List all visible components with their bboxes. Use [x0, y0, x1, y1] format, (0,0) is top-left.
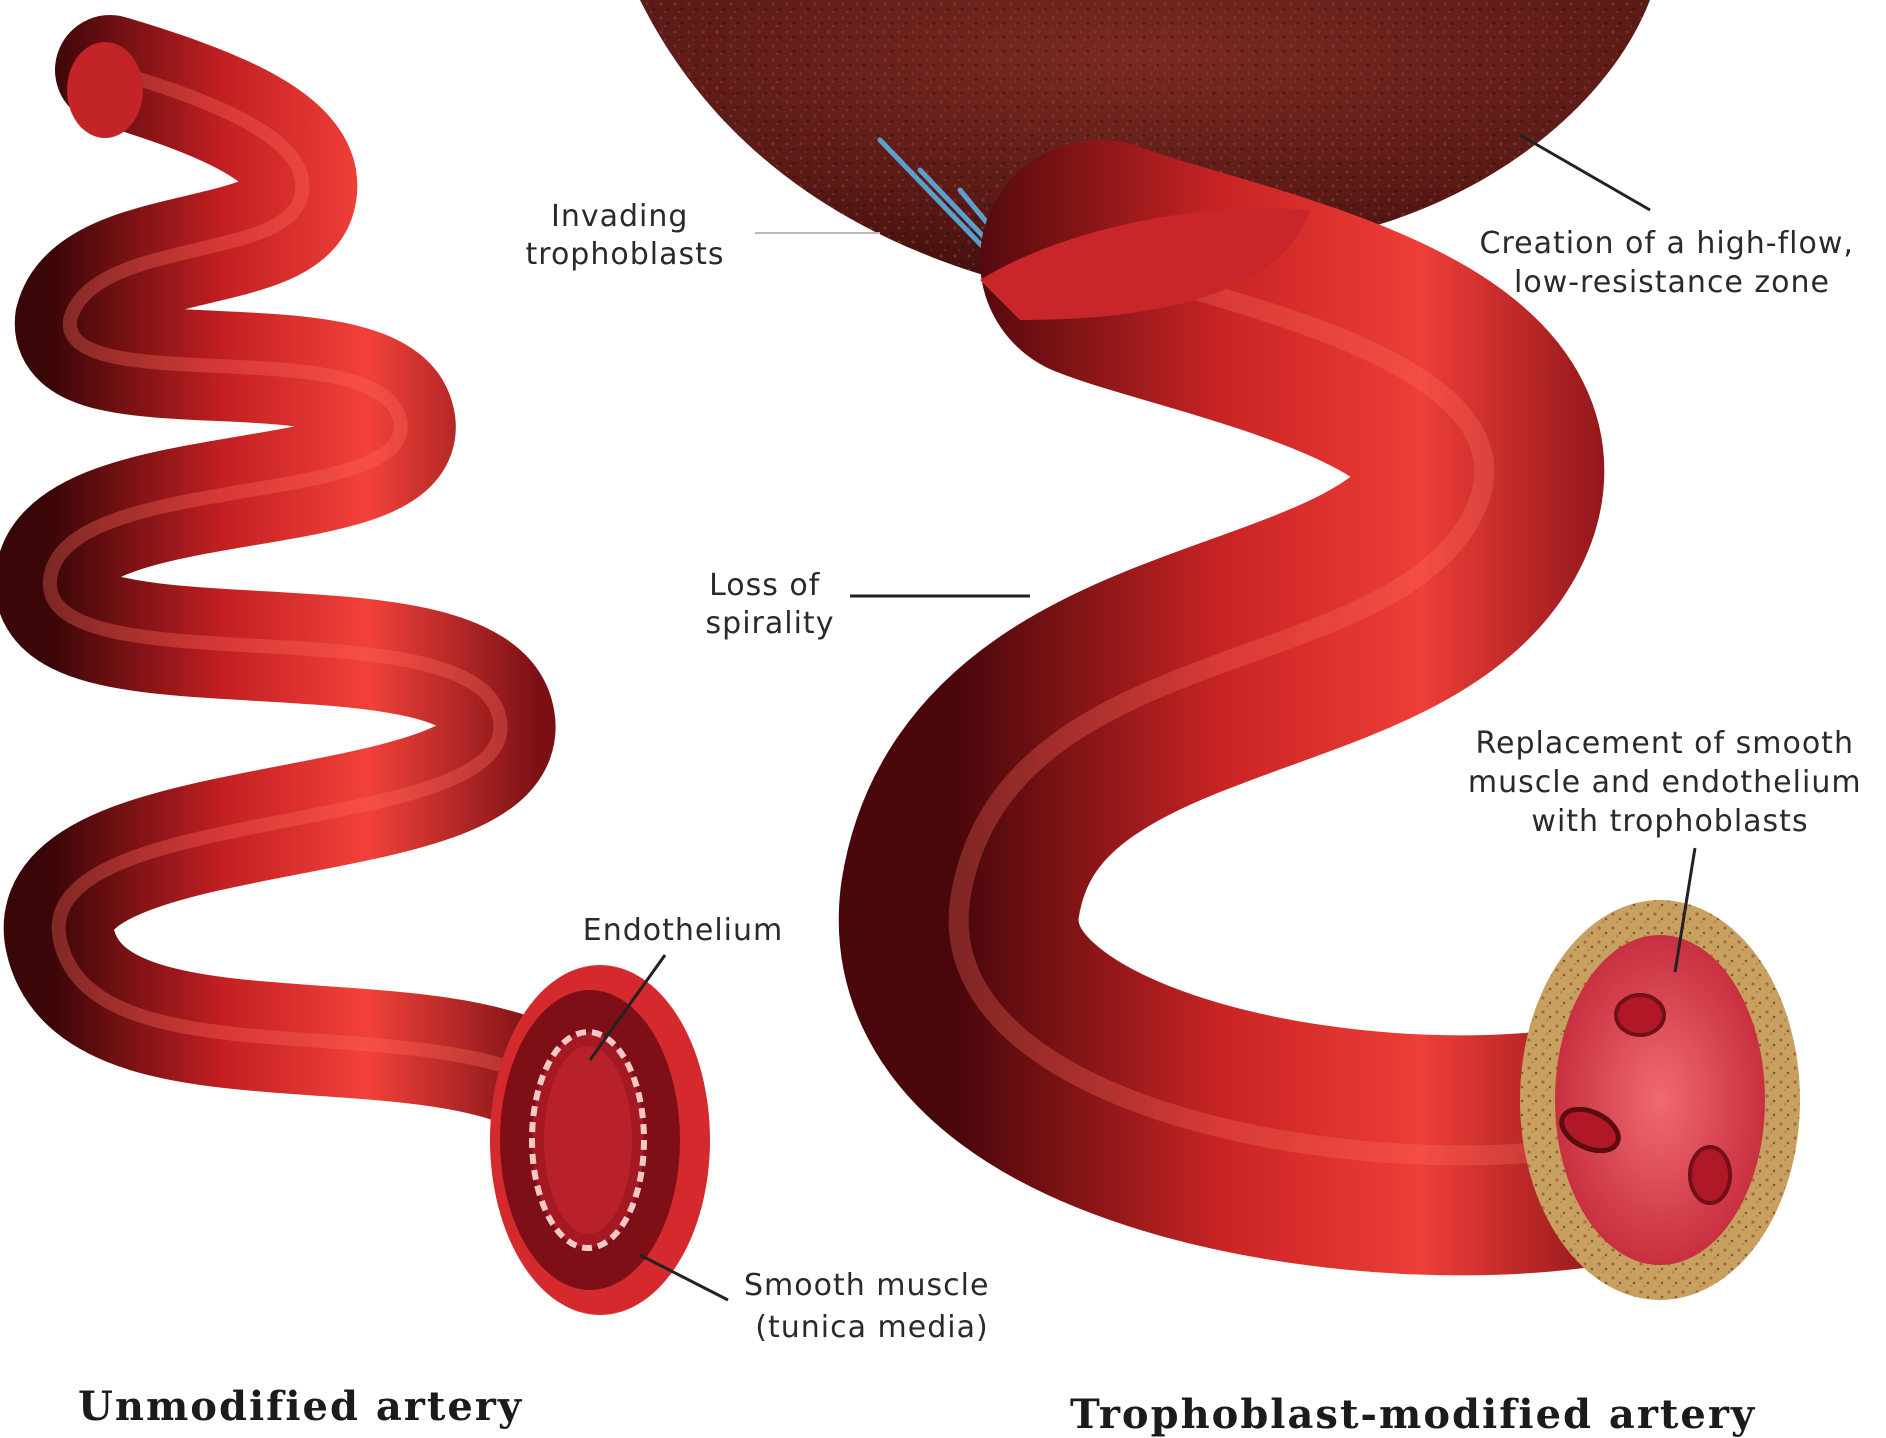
- panel-titles: Unmodified artery Trophoblast-modified a…: [78, 1383, 1756, 1438]
- label-high-flow: Creation of a high-flow, low-resistance …: [1480, 226, 1865, 300]
- leader-high-flow: [1520, 135, 1650, 210]
- modified-artery-cross-section: [1520, 900, 1800, 1300]
- title-trophoblast-modified-artery: Trophoblast-modified artery: [1070, 1391, 1756, 1438]
- label-endothelium: Endothelium: [583, 913, 784, 948]
- unmodified-artery-spiral: [50, 70, 540, 1080]
- modified-lumen: [1555, 935, 1765, 1265]
- label-smooth-muscle: Smooth muscle (tunica media): [744, 1268, 1000, 1345]
- unmodified-artery-cross-section: [490, 965, 710, 1315]
- label-replacement: Replacement of smooth muscle and endothe…: [1468, 726, 1872, 839]
- unmodified-artery-tip: [67, 42, 143, 138]
- red-blood-cell: [1616, 995, 1664, 1035]
- title-unmodified-artery: Unmodified artery: [78, 1383, 523, 1430]
- red-blood-cell: [1690, 1147, 1730, 1203]
- label-loss-of-spirality: Loss of spirality: [706, 568, 835, 641]
- label-invading: Invading trophoblasts: [526, 199, 725, 272]
- modified-artery-tube: [959, 260, 1620, 1155]
